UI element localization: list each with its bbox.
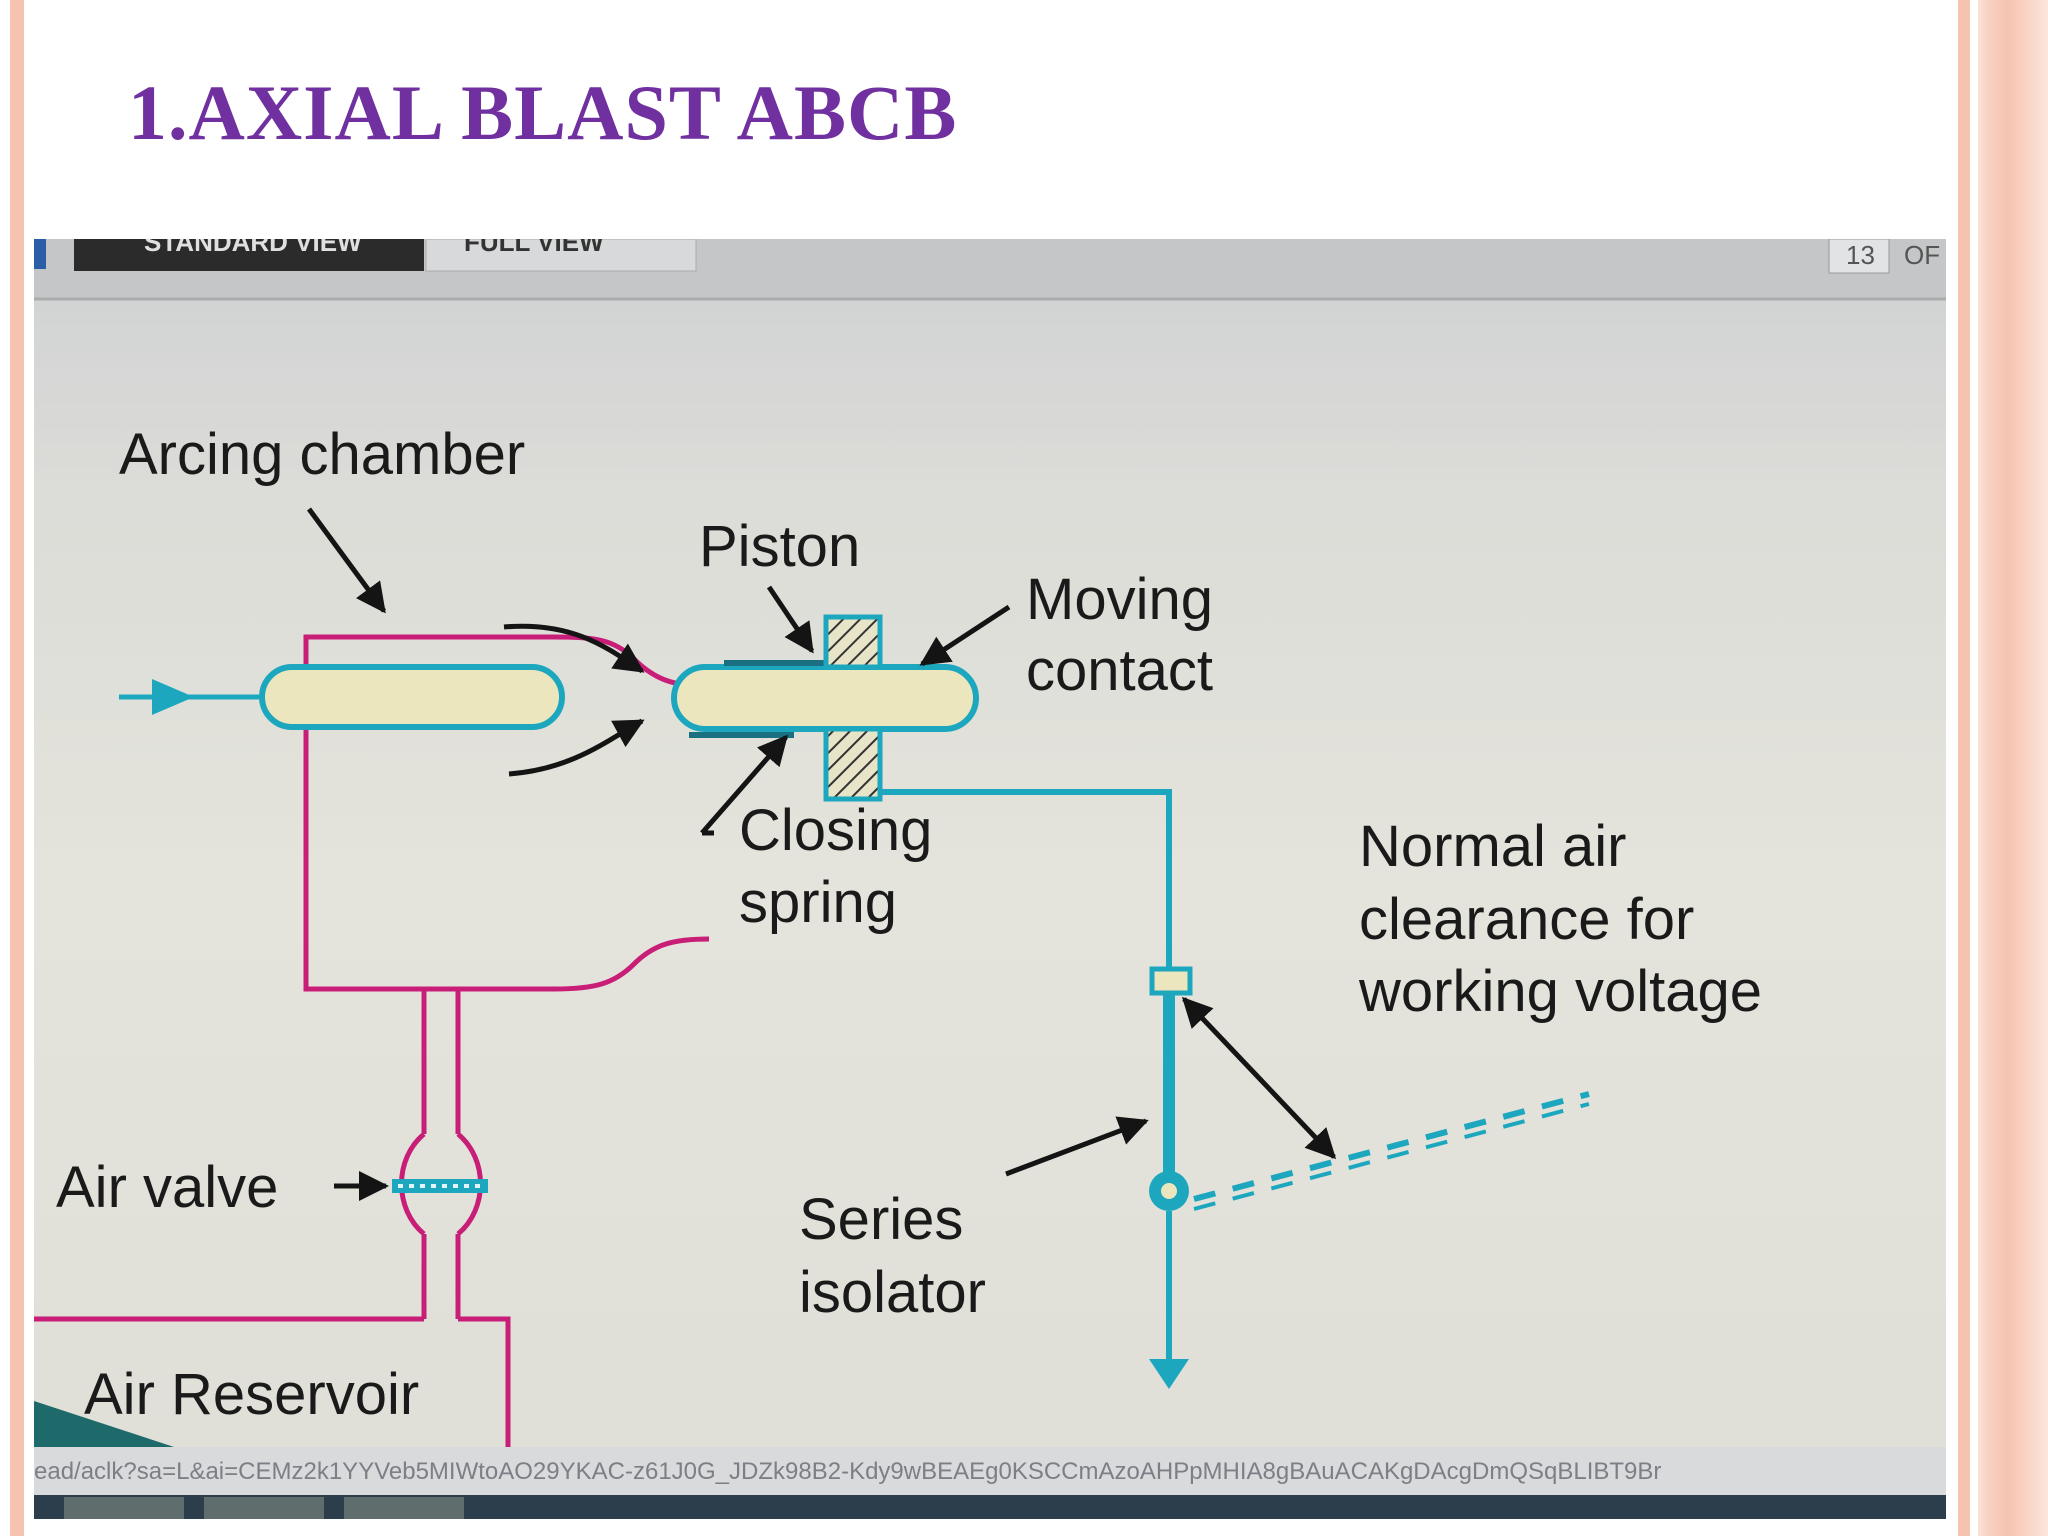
label-moving-contact-2: contact bbox=[1026, 638, 1213, 703]
label-air-valve: Air valve bbox=[56, 1155, 278, 1220]
piston bbox=[823, 614, 883, 670]
isolator-open-position-2 bbox=[1193, 1102, 1590, 1211]
isolator-fixed-contact bbox=[1149, 966, 1193, 996]
tab-full-view[interactable] bbox=[425, 239, 697, 272]
fixed-contact bbox=[259, 664, 565, 730]
label-series-isolator-2: isolator bbox=[799, 1260, 986, 1325]
moving-contact-arrow bbox=[919, 604, 1011, 667]
taskbar-item-3[interactable] bbox=[344, 1497, 464, 1519]
slide-border-left bbox=[10, 0, 24, 1536]
diagram-photo: STANDARD VIEW FULL VIEW 13 OF bbox=[34, 239, 1946, 1519]
closing-spring-arrow bbox=[700, 734, 788, 835]
axial-blast-diagram: STANDARD VIEW FULL VIEW 13 OF bbox=[34, 239, 1946, 1519]
slide-border-right bbox=[1958, 0, 1970, 1536]
label-piston: Piston bbox=[699, 514, 860, 579]
status-url: ead/aclk?sa=L&ai=CEMz2k1YYVeb5MIWtoAO29Y… bbox=[34, 1458, 1661, 1485]
arcing-chamber-arrow bbox=[306, 507, 387, 614]
label-normal-air-1: Normal air bbox=[1359, 814, 1627, 879]
corner-shadow bbox=[34, 1401, 174, 1447]
inlet-arrow-icon bbox=[152, 679, 194, 715]
page-of: OF bbox=[1904, 240, 1940, 270]
chamber-nozzle-bottom bbox=[303, 787, 710, 992]
outlet-arrow-icon bbox=[1149, 1359, 1189, 1389]
conductor-to-isolator bbox=[880, 789, 1172, 969]
clearance-arrow bbox=[1181, 996, 1337, 1160]
tab-full-view-label: FULL VIEW bbox=[464, 239, 604, 257]
moving-contact bbox=[671, 664, 979, 732]
page-number: 13 bbox=[1846, 240, 1875, 270]
piston-arrow bbox=[766, 585, 815, 654]
tab-standard-view-label: STANDARD VIEW bbox=[144, 239, 362, 257]
label-closing-spring-1: Closing bbox=[739, 798, 932, 863]
label-arcing-chamber: Arcing chamber bbox=[119, 422, 525, 487]
closing-spring bbox=[823, 726, 883, 802]
page-number-box bbox=[1828, 239, 1890, 274]
label-air-reservoir: Air Reservoir bbox=[84, 1362, 419, 1427]
label-series-isolator-1: Series bbox=[799, 1187, 963, 1252]
tab-standard-view[interactable] bbox=[74, 239, 424, 271]
label-closing-spring-2: spring bbox=[739, 870, 897, 935]
isolator-pivot-center bbox=[1161, 1183, 1177, 1199]
series-isolator-arrow bbox=[1005, 1116, 1149, 1177]
airflow-arrow-bottom bbox=[508, 718, 645, 777]
label-normal-air-2: clearance for bbox=[1359, 887, 1694, 952]
airflow-arrow-top bbox=[503, 623, 645, 674]
taskbar-item-1[interactable] bbox=[64, 1497, 184, 1519]
status-bar bbox=[34, 1447, 1946, 1495]
label-moving-contact-1: Moving bbox=[1026, 567, 1213, 632]
taskbar-item-2[interactable] bbox=[204, 1497, 324, 1519]
slide-border-right-decoration bbox=[1978, 0, 2048, 1536]
label-normal-air-3: working voltage bbox=[1358, 959, 1762, 1024]
isolator-open-position bbox=[1193, 1091, 1590, 1202]
air-valve bbox=[392, 1179, 488, 1193]
slide-title: 1.AXIAL BLAST ABCB bbox=[128, 69, 958, 156]
toolbar-accent bbox=[34, 239, 46, 269]
